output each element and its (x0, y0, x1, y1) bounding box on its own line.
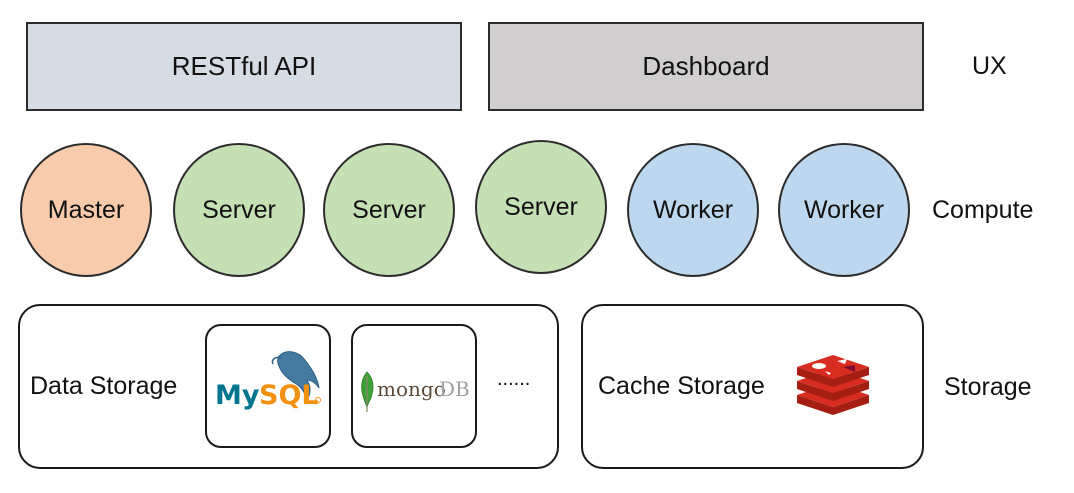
worker-node-label: Worker (803, 195, 885, 224)
data-storage-label: Data Storage (30, 372, 178, 400)
mysql-logo-box: My SQL (205, 324, 331, 448)
restful-api-box: RESTful API (26, 22, 462, 111)
svg-text:mongo: mongo (377, 377, 446, 401)
master-node: Master (20, 143, 152, 277)
cache-storage-label: Cache Storage (598, 372, 765, 400)
dashboard-box: Dashboard (488, 22, 924, 111)
server-node-label: Server (352, 195, 426, 224)
worker-node: Worker (627, 143, 759, 277)
mongodb-logo-icon: mongo DB (361, 371, 470, 412)
restful-api-label: RESTful API (171, 51, 317, 81)
svg-text:DB: DB (439, 377, 470, 401)
storage-layer-label: Storage (944, 373, 1032, 401)
mongodb-logo-box: mongo DB (351, 324, 477, 448)
server-node-label: Server (504, 192, 578, 221)
worker-node-label: Worker (652, 195, 734, 224)
server-node: Server (323, 143, 455, 277)
ux-layer-label: UX (972, 52, 1007, 80)
master-node-label: Master (47, 195, 125, 224)
server-node: Server (173, 143, 305, 277)
worker-node: Worker (778, 143, 910, 277)
svg-text:SQL: SQL (259, 380, 319, 411)
redis-logo-icon (797, 355, 869, 415)
ellipsis-label: ...... (497, 368, 531, 390)
mysql-logo-icon: My SQL (215, 351, 321, 411)
compute-layer-label: Compute (932, 196, 1034, 224)
server-node: Server (475, 140, 607, 274)
server-node-label: Server (202, 195, 276, 224)
svg-text:My: My (215, 380, 260, 411)
dashboard-label: Dashboard (642, 51, 770, 81)
